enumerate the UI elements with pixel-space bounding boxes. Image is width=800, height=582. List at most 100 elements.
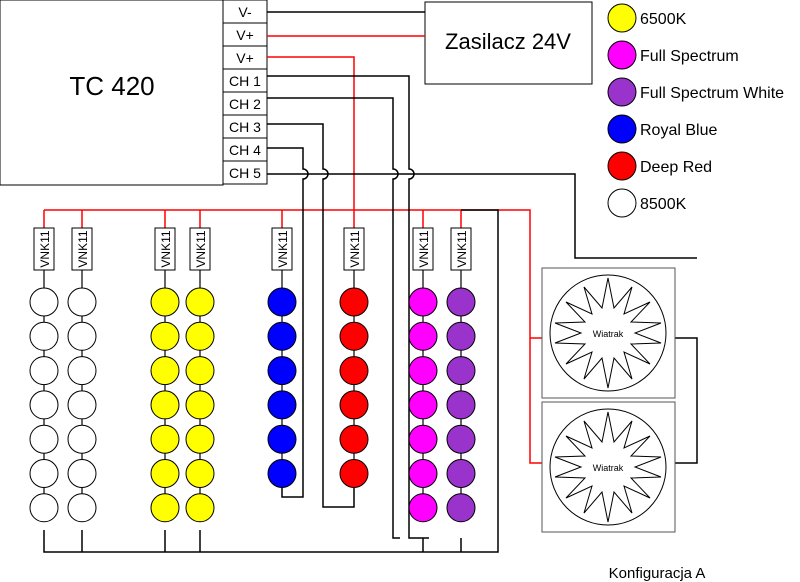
fan-unit: Wiatrak bbox=[541, 401, 676, 533]
led-circle bbox=[339, 287, 369, 317]
controller-pins: V- V+ V+ CH 1 CH 2 CH 3 CH 4 CH 5 bbox=[222, 0, 268, 185]
led-circle bbox=[185, 390, 215, 420]
psu-title: Zasilacz 24V bbox=[445, 29, 571, 54]
vnk11-label: VNK11 bbox=[348, 230, 362, 267]
led-circle bbox=[185, 287, 215, 317]
legend-swatch bbox=[607, 77, 637, 107]
led-circle bbox=[408, 356, 438, 386]
led-circle bbox=[67, 356, 97, 386]
wire-fan-out bbox=[675, 337, 698, 464]
led-circle bbox=[339, 321, 369, 351]
led-circle bbox=[150, 493, 180, 523]
led-circle bbox=[29, 493, 59, 523]
led-circle bbox=[267, 390, 297, 420]
pin-label: CH 1 bbox=[229, 73, 261, 89]
controller-box bbox=[0, 0, 224, 186]
wire-v-plus-bus bbox=[267, 56, 355, 210]
legend-label: Royal Blue bbox=[640, 122, 717, 139]
led-circle bbox=[29, 424, 59, 454]
led-strings bbox=[29, 270, 476, 523]
led-circle bbox=[446, 390, 476, 420]
legend-swatch bbox=[607, 188, 637, 218]
led-circle bbox=[267, 459, 297, 488]
fan-label: Wiatrak bbox=[593, 329, 624, 339]
vnk11-label: VNK11 bbox=[159, 230, 173, 267]
vnk11-label: VNK11 bbox=[455, 230, 469, 267]
led-circle bbox=[29, 390, 59, 420]
pin-label: V+ bbox=[236, 50, 254, 66]
legend-swatch bbox=[607, 151, 637, 181]
led-circle bbox=[150, 459, 180, 488]
wire-ground-bus bbox=[43, 209, 499, 553]
pin-label: V+ bbox=[236, 27, 254, 43]
wire-vnk-drop bbox=[43, 210, 462, 228]
led-circle bbox=[267, 321, 297, 351]
config-label: Konfiguracja A bbox=[609, 565, 706, 582]
wire-ch3 bbox=[267, 123, 355, 508]
led-circle bbox=[150, 356, 180, 386]
led-circle bbox=[408, 287, 438, 317]
led-circle bbox=[446, 459, 476, 488]
wire-ch5 bbox=[267, 173, 588, 259]
fan-unit: Wiatrak bbox=[541, 267, 676, 399]
led-circle bbox=[67, 321, 97, 351]
pin-label: CH 3 bbox=[229, 119, 261, 135]
legend-label: Full Spectrum bbox=[640, 48, 739, 65]
led-circle bbox=[67, 424, 97, 454]
led-circle bbox=[150, 321, 180, 351]
psu-box bbox=[424, 1, 593, 85]
vnk11-label: VNK11 bbox=[276, 230, 290, 267]
led-circle bbox=[67, 287, 97, 317]
pin-label: CH 2 bbox=[229, 96, 261, 112]
led-circle bbox=[185, 424, 215, 454]
pin-label: CH 4 bbox=[229, 142, 261, 158]
led-circle bbox=[339, 390, 369, 420]
led-circle bbox=[150, 390, 180, 420]
led-circle bbox=[339, 459, 369, 488]
led-circle bbox=[150, 424, 180, 454]
led-circle bbox=[446, 287, 476, 317]
led-circle bbox=[408, 321, 438, 351]
led-circle bbox=[67, 390, 97, 420]
vnk11-label: VNK11 bbox=[38, 230, 52, 267]
led-circle bbox=[29, 459, 59, 488]
led-circle bbox=[446, 321, 476, 351]
pin-label: CH 5 bbox=[229, 165, 261, 181]
legend-swatch bbox=[607, 114, 637, 144]
legend-swatch bbox=[607, 3, 637, 33]
led-circle bbox=[339, 424, 369, 454]
led-circle bbox=[408, 459, 438, 488]
wire-ch4 bbox=[267, 147, 309, 498]
led-circle bbox=[446, 493, 476, 523]
wire-positive-bus bbox=[44, 209, 545, 464]
legend-label: Deep Red bbox=[640, 159, 712, 176]
fan-label: Wiatrak bbox=[593, 463, 624, 473]
led-circle bbox=[446, 356, 476, 386]
led-circle bbox=[267, 424, 297, 454]
led-circle bbox=[408, 390, 438, 420]
fan-blades-icon bbox=[554, 411, 662, 523]
led-circle bbox=[185, 356, 215, 386]
legend-swatch bbox=[607, 40, 637, 70]
wire-string-rail-5 bbox=[422, 538, 462, 552]
legend-label: Full Spectrum White bbox=[640, 85, 784, 102]
led-circle bbox=[67, 459, 97, 488]
fan-blades-icon bbox=[554, 277, 662, 389]
led-circle bbox=[185, 459, 215, 488]
led-circle bbox=[29, 321, 59, 351]
pin-box bbox=[222, 160, 268, 185]
legend-label: 8500K bbox=[640, 196, 687, 213]
wire-ground-drops bbox=[81, 530, 201, 552]
legend-label: 6500K bbox=[640, 11, 687, 28]
vnk11-label: VNK11 bbox=[417, 230, 431, 267]
led-circle bbox=[67, 493, 97, 523]
led-circle bbox=[29, 356, 59, 386]
vnk11-label: VNK11 bbox=[76, 230, 90, 267]
led-circle bbox=[267, 287, 297, 317]
led-circle bbox=[408, 424, 438, 454]
led-circle bbox=[29, 287, 59, 317]
led-circle bbox=[185, 321, 215, 351]
